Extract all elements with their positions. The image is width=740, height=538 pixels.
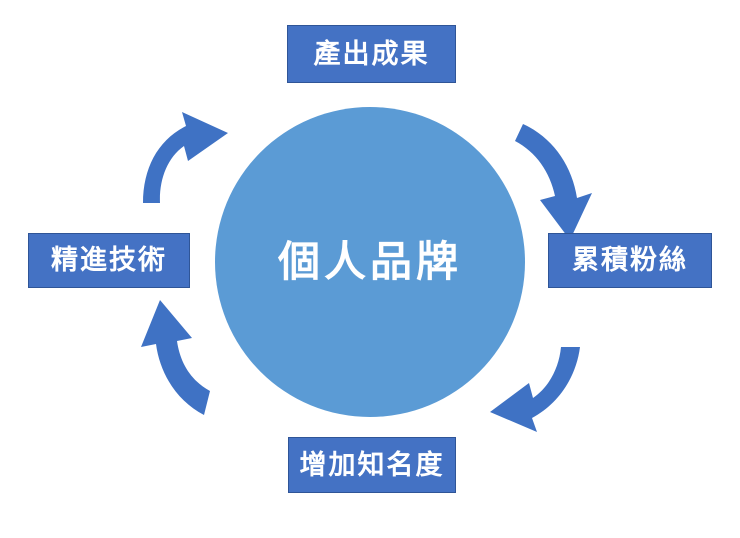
arrow-top-right-icon [515,124,592,240]
arrow-bottom-left-icon [141,300,210,415]
node-label-top: 產出成果 [313,38,430,69]
arrow-bottom-right-icon [490,347,580,432]
node-box-top[interactable]: 產出成果 [287,25,456,83]
node-label-bottom: 增加知名度 [299,449,445,480]
center-circle-label: 個人品牌 [277,238,462,285]
node-box-right[interactable]: 累積粉絲 [548,233,712,288]
node-box-left[interactable]: 精進技術 [28,233,190,288]
node-label-right: 累積粉絲 [572,245,688,275]
center-circle: 個人品牌 [215,107,525,417]
arrow-top-left-icon [143,112,228,203]
node-box-bottom[interactable]: 增加知名度 [288,437,456,493]
node-label-left: 精進技術 [51,245,167,275]
